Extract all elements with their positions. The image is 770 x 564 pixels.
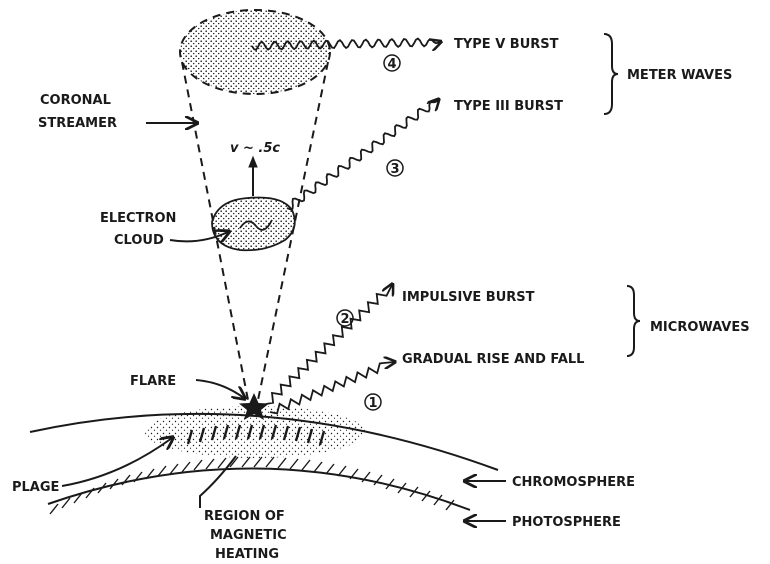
photosphere-curve xyxy=(48,468,470,510)
chromosphere-label: CHROMOSPHERE xyxy=(512,475,635,490)
marker-2-number: 2 xyxy=(340,312,349,327)
streamer-label-line2: STREAMER xyxy=(38,116,117,131)
cloud-label-line2: CLOUD xyxy=(114,233,164,248)
impulsive-burst-wave xyxy=(266,285,392,404)
heating-label-line3: HEATING xyxy=(215,547,279,562)
marker-3: 3 xyxy=(387,160,403,177)
impulsive-burst-label: IMPULSIVE BURST xyxy=(402,290,535,305)
microwaves-brace xyxy=(627,286,640,356)
electron-label-line1: ELECTRON xyxy=(100,211,176,226)
velocity-label: v ~ .5c xyxy=(230,141,280,156)
marker-4: 4 xyxy=(384,55,400,72)
coronal-label-line1: CORONAL xyxy=(40,93,111,108)
gradual-rise-fall-label: GRADUAL RISE AND FALL xyxy=(402,352,584,367)
type-iii-burst-label: TYPE III BURST xyxy=(454,99,563,114)
type-iii-burst-wave xyxy=(287,100,438,209)
type-v-burst-label: TYPE V BURST xyxy=(454,37,559,52)
marker-1: 1 xyxy=(365,394,381,411)
marker-1-number: 1 xyxy=(368,396,377,411)
plage-pointer-arrow xyxy=(62,438,172,486)
magnetic-heating-leader xyxy=(200,456,236,508)
meter-waves-label: METER WAVES xyxy=(627,68,732,83)
magnetic-label-line2: MAGNETIC xyxy=(210,528,287,543)
marker-4-number: 4 xyxy=(387,57,396,72)
flare-label: FLARE xyxy=(130,374,176,389)
plage-label: PLAGE xyxy=(12,480,59,495)
region-label-line1: REGION OF xyxy=(204,509,285,524)
photosphere-label: PHOTOSPHERE xyxy=(512,515,621,530)
microwaves-label: MICROWAVES xyxy=(650,320,750,335)
meter-waves-brace xyxy=(604,34,618,114)
marker-3-number: 3 xyxy=(390,162,399,177)
flare-pointer-arrow xyxy=(196,380,244,398)
